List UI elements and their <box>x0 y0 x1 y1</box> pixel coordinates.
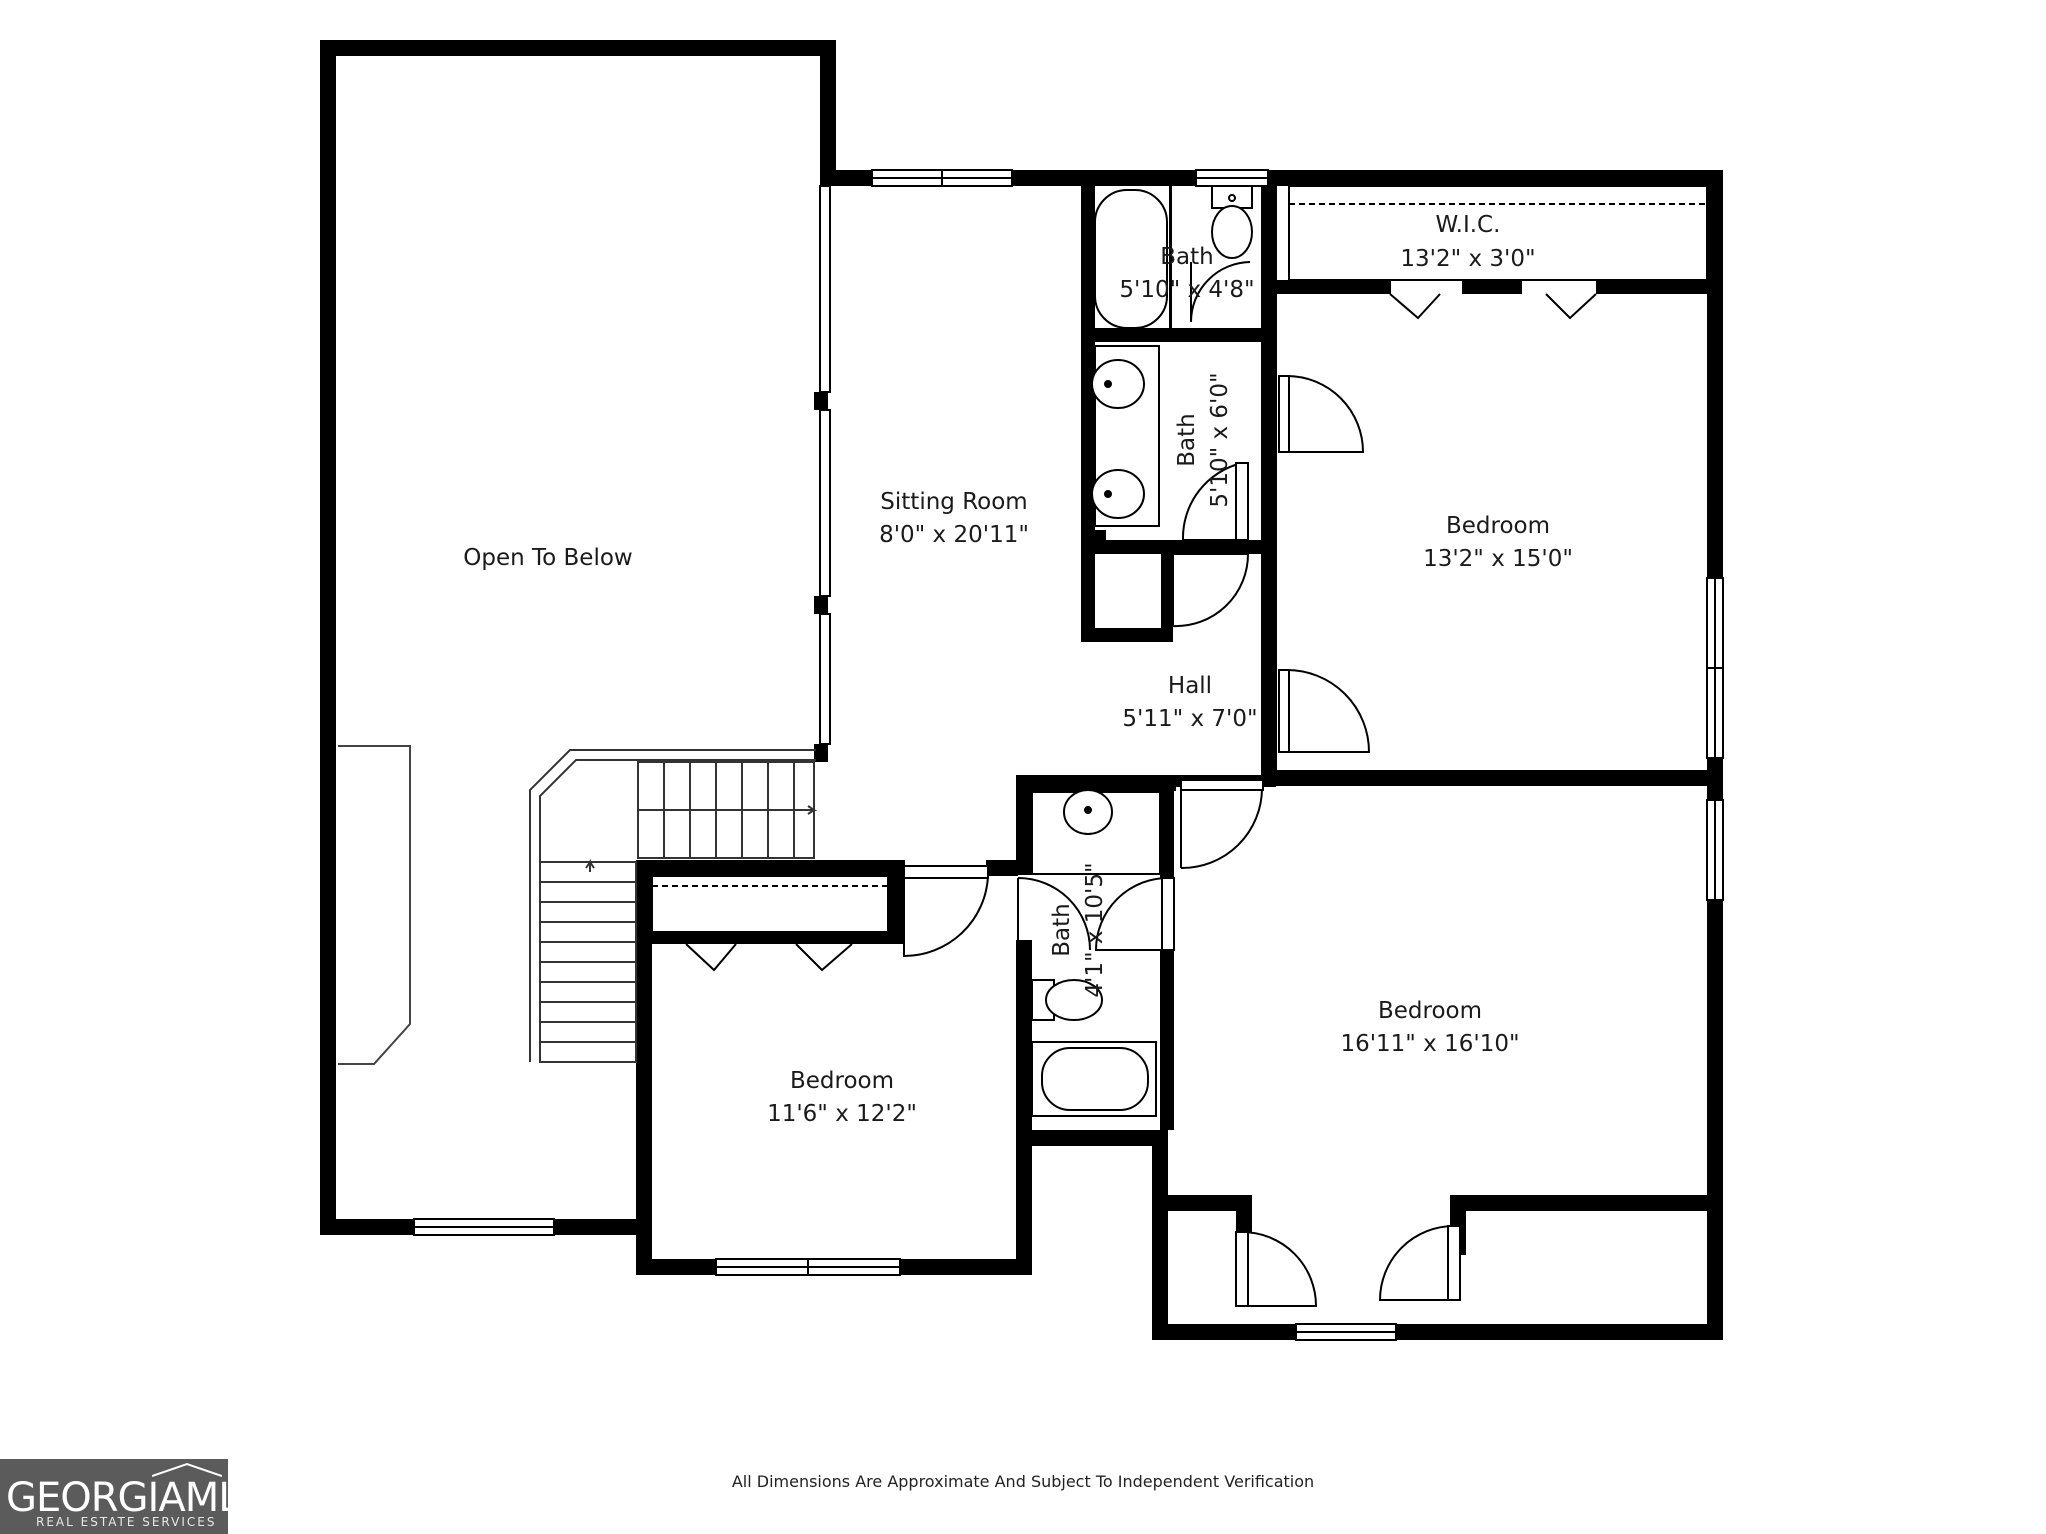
sitting-room-name: Sitting Room <box>880 489 1027 515</box>
ledge-outline <box>338 745 411 1065</box>
bath-top-dims: 5'10" x 4'8" <box>1119 277 1254 303</box>
georgiamls-logo: GEORGIAMLS REAL ESTATE SERVICES <box>0 1459 265 1534</box>
windows <box>413 169 1724 1341</box>
bedroom-lower-right-dims: 16'11" x 16'10" <box>1340 1031 1519 1057</box>
wic-name: W.I.C. <box>1436 212 1501 238</box>
open-to-below-label: Open To Below <box>463 545 632 571</box>
hall-name: Hall <box>1168 673 1212 699</box>
staircase <box>529 749 818 1063</box>
disclaimer-text: All Dimensions Are Approximate And Subje… <box>731 1472 1315 1491</box>
walls <box>320 40 1723 1340</box>
doors <box>903 261 1461 1307</box>
bedroom-upper-right-dims: 13'2" x 15'0" <box>1423 546 1573 572</box>
bedroom-lower-right-name: Bedroom <box>1378 998 1482 1024</box>
logo-wordmark: GEORGIAMLS <box>6 1475 265 1521</box>
room-labels: Open To Below Sitting Room 8'0" x 20'11"… <box>463 212 1573 1127</box>
bedroom-lower-left-dims: 11'6" x 12'2" <box>767 1101 917 1127</box>
hall-dims: 5'11" x 7'0" <box>1122 706 1257 732</box>
bedroom-upper-right-name: Bedroom <box>1446 513 1550 539</box>
bedroom-lower-left-name: Bedroom <box>790 1068 894 1094</box>
bath-middle-name: Bath <box>1174 413 1200 466</box>
logo-tagline: REAL ESTATE SERVICES <box>36 1515 217 1529</box>
wic-dims: 13'2" x 3'0" <box>1400 246 1535 272</box>
bath-top-name: Bath <box>1160 244 1213 270</box>
fixtures <box>1031 185 1253 1117</box>
sitting-room-dims: 8'0" x 20'11" <box>879 522 1029 548</box>
bath-middle-dims: 5'10" x 6'0" <box>1207 372 1233 507</box>
bath-lower-name: Bath <box>1049 903 1075 956</box>
bath-lower-dims: 4'1" x 10'5" <box>1082 862 1108 997</box>
closets <box>651 185 1708 972</box>
roof-icon <box>152 1462 222 1477</box>
